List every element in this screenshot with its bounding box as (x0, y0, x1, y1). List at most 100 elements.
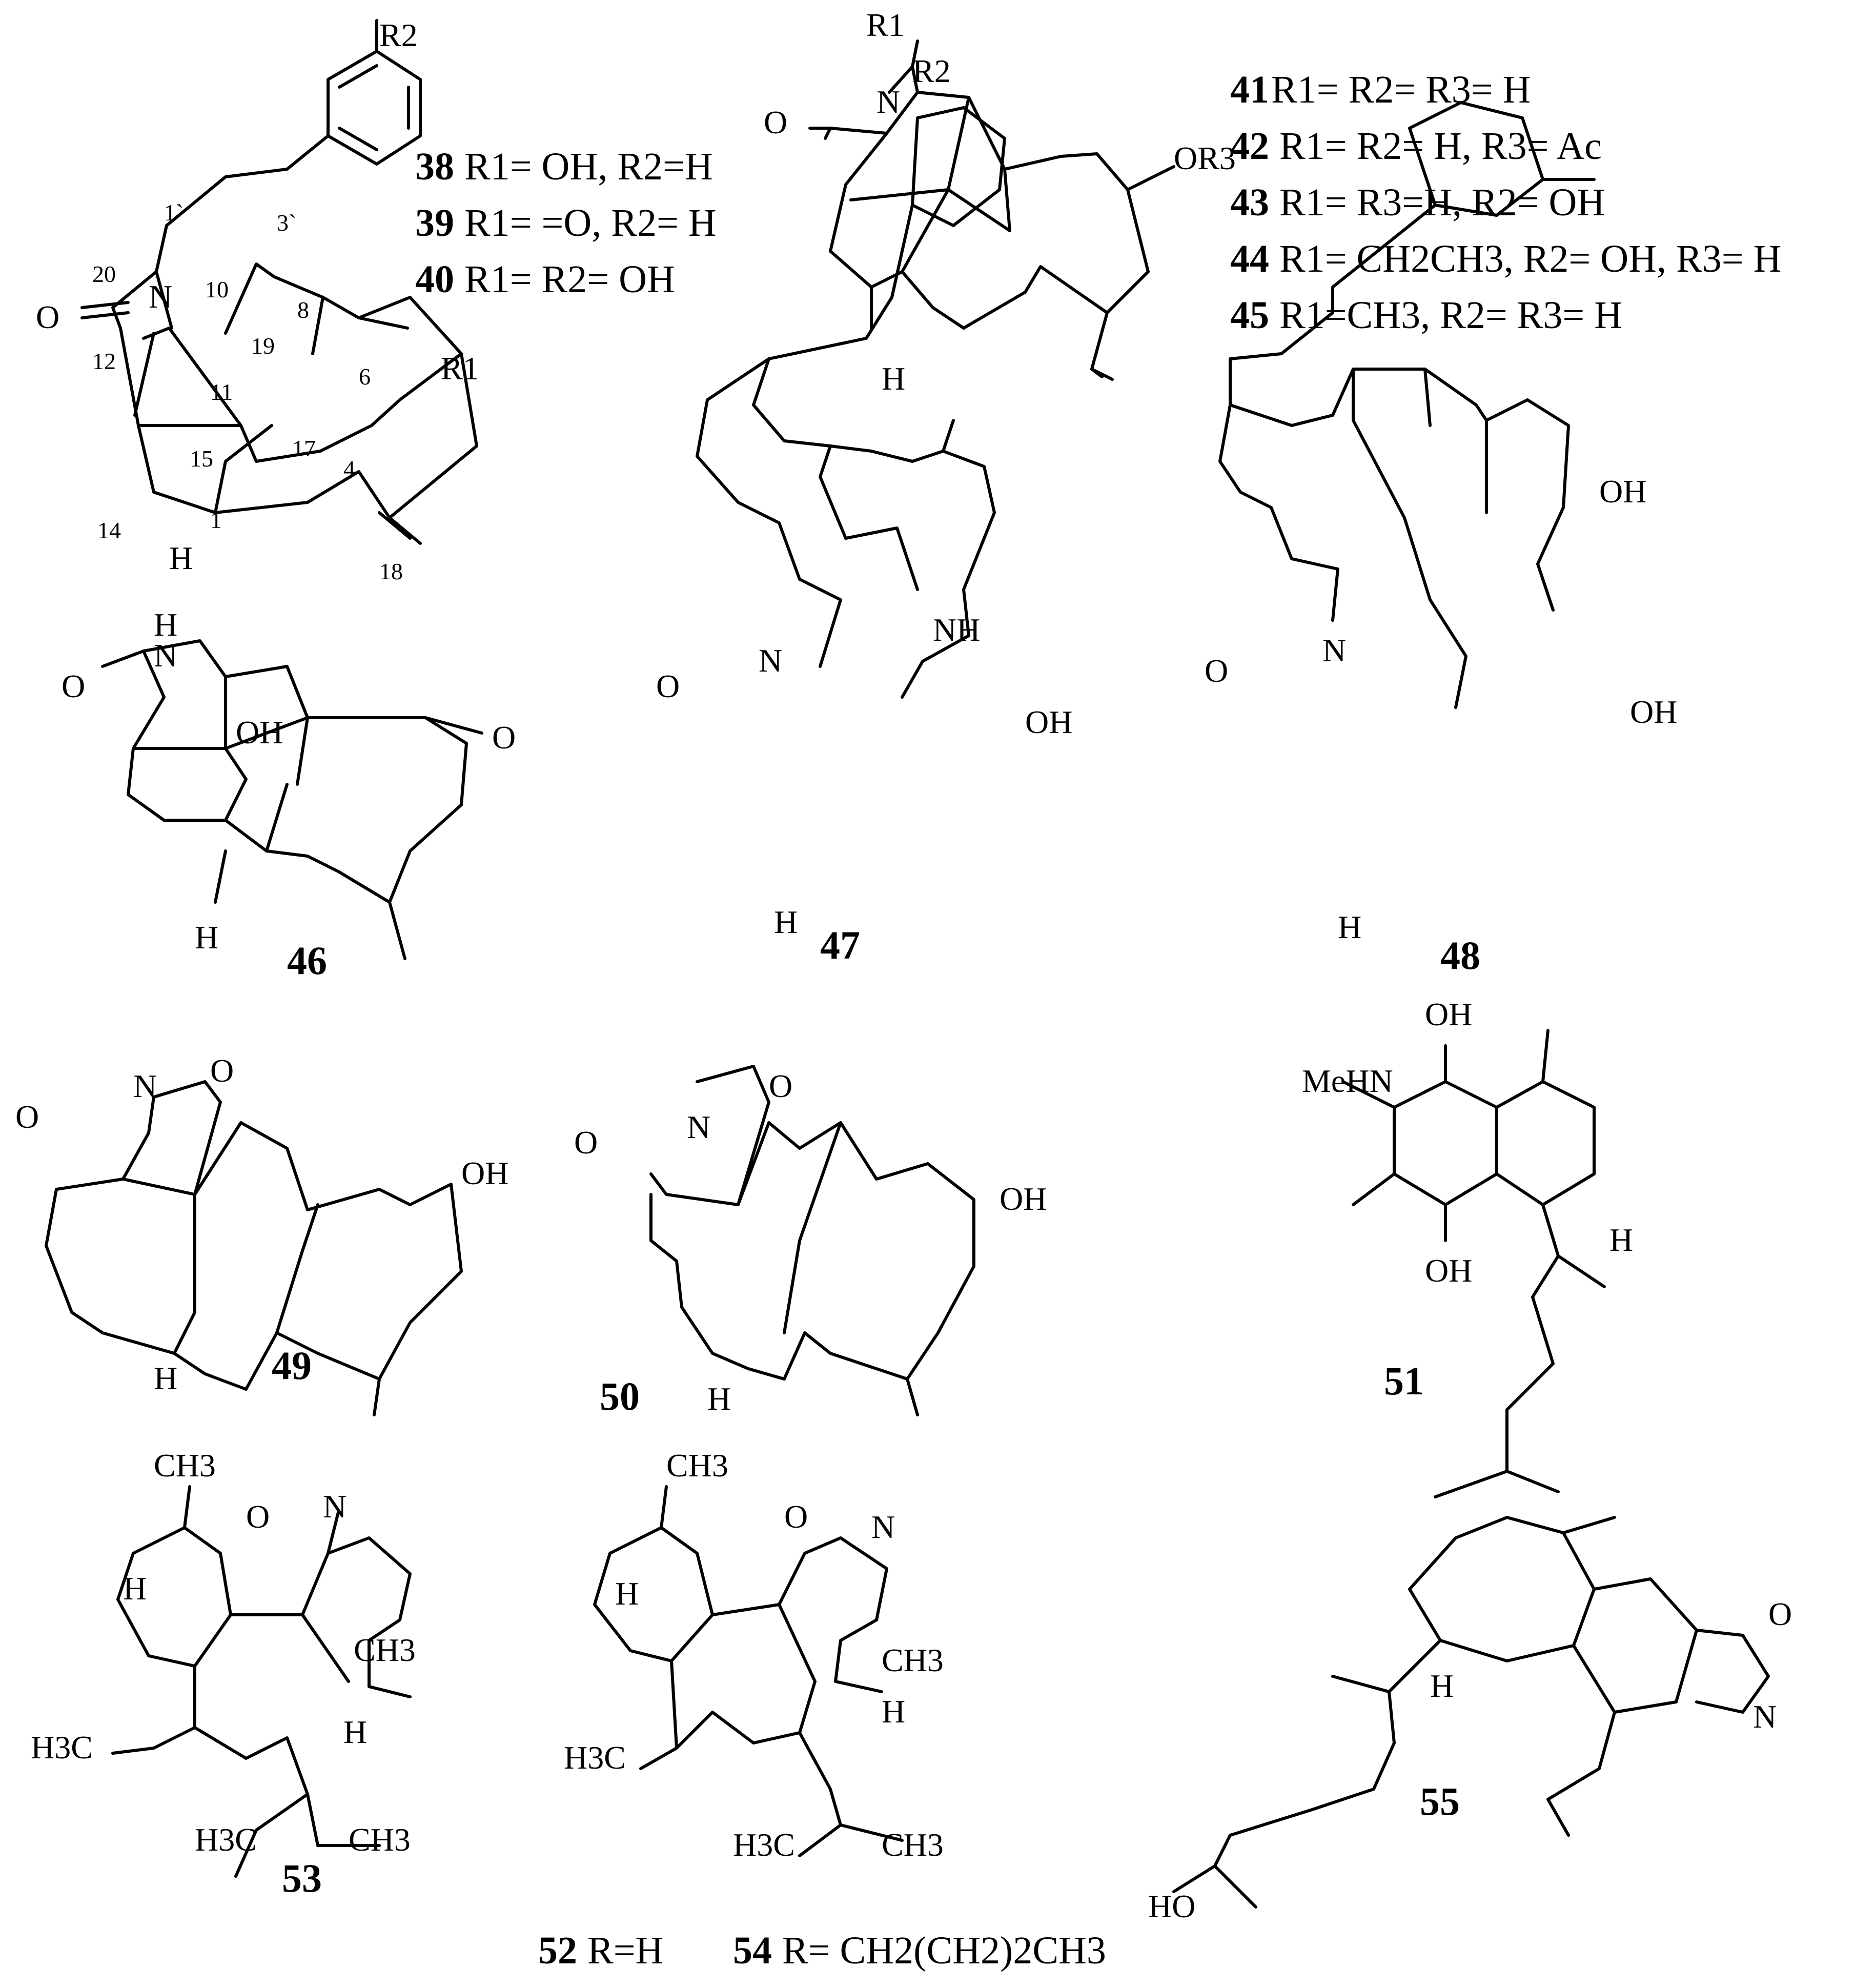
label-h-50: H (707, 1381, 731, 1417)
compound-id-55: 55 (1420, 1779, 1460, 1823)
label-o-38: O (36, 299, 59, 335)
structure-50 (649, 1065, 975, 1416)
structure-38-40 (80, 19, 478, 545)
label-h3c-52b: H3C (733, 1827, 795, 1863)
label-h-51: H (1609, 1222, 1633, 1258)
label-oh-47: OH (1025, 704, 1072, 740)
label-n-38: N (149, 278, 172, 315)
atom-number-10: 10 (205, 276, 229, 302)
atom-number-8: 8 (297, 297, 309, 323)
label-h-55: H (1430, 1668, 1454, 1704)
label-o-49a: O (210, 1052, 234, 1089)
label-oh-50: OH (1000, 1181, 1047, 1217)
atom-number-1prime: 1` (164, 199, 184, 226)
atom-number-20: 20 (92, 261, 116, 287)
label-h3c-53b: H3C (195, 1821, 257, 1858)
label-oh-48a: OH (1599, 473, 1646, 510)
label-h-46: H (154, 606, 177, 643)
label-o-48: O (1205, 653, 1228, 689)
label-o-46a: O (62, 668, 85, 704)
atom-number-6: 6 (359, 363, 371, 390)
label-oh-46: OH (236, 714, 283, 750)
atom-number-17: 17 (292, 435, 316, 461)
atom-number-4: 4 (343, 456, 355, 482)
atom-number-19: 19 (251, 333, 275, 359)
atom-number-11: 11 (210, 379, 233, 405)
label-h-41: H (882, 360, 905, 397)
label-n-46: N (154, 637, 177, 674)
label-h3c-53a: H3C (31, 1729, 93, 1766)
atom-number-12: 12 (92, 348, 116, 374)
label-h3c-52a: H3C (564, 1739, 626, 1776)
label-ch3-52a: CH3 (666, 1447, 728, 1484)
structure-49 (45, 1080, 463, 1416)
label-n-50: N (687, 1109, 710, 1145)
label-r1-41: R1 (866, 7, 905, 43)
label-o-47: O (656, 668, 680, 704)
compound-id-47: 47 (820, 923, 860, 967)
label-ch3-53c: CH3 (349, 1821, 411, 1858)
atom-number-3prime: 3` (277, 210, 296, 236)
label-r2-41: R2 (912, 53, 951, 89)
label-n-41: N (876, 84, 900, 120)
label-h-47: H (774, 904, 798, 940)
label-o-53: O (246, 1498, 270, 1535)
label-o-55: O (1768, 1596, 1792, 1632)
compound-id-50: 50 (600, 1374, 640, 1418)
label-h-49: H (154, 1360, 177, 1396)
compound-id-49: 49 (272, 1343, 312, 1388)
label-h-48: H (1338, 909, 1361, 945)
label-o-52: O (784, 1498, 808, 1535)
label-nh-47: NH (933, 612, 980, 648)
atom-labels: R2 N O R1 H R1 R2 N O OR3 H H N O OH O H… (15, 7, 1792, 1924)
label-o-50a: O (769, 1068, 792, 1104)
compound-id-51: 51 (1384, 1358, 1424, 1403)
label-oh-51a: OH (1425, 996, 1472, 1032)
label-oh-51b: OH (1425, 1252, 1472, 1289)
label-o-46b: O (492, 719, 516, 756)
label-h-38: H (169, 540, 193, 576)
label-oh-48b: OH (1630, 694, 1677, 730)
atom-number-15: 15 (190, 445, 213, 472)
label-or3-41: OR3 (1174, 140, 1236, 176)
compound-id-46: 46 (287, 938, 327, 983)
atom-number-18: 18 (379, 558, 403, 584)
label-o-41: O (764, 104, 787, 140)
structure-46 (101, 639, 483, 960)
structure-53 (111, 1485, 412, 1878)
label-r2-38: R2 (379, 17, 418, 53)
label-mehn-51: MeHN (1302, 1063, 1393, 1099)
structure-52-54 (593, 1485, 904, 1857)
label-o-49b: O (15, 1099, 39, 1135)
label-n-47: N (759, 642, 782, 679)
structure-51 (1341, 1029, 1606, 1498)
structure-41-45 (808, 39, 1175, 381)
label-h-46b: H (195, 919, 218, 956)
label-o-50b: O (574, 1124, 598, 1161)
label-ho-55: HO (1148, 1888, 1195, 1924)
label-n-52: N (871, 1509, 895, 1545)
structure-47 (696, 106, 1006, 699)
label-h-52a: H (615, 1575, 639, 1612)
label-ch3-53a: CH3 (154, 1447, 216, 1484)
label-ch3-52b: CH3 (882, 1642, 944, 1678)
label-h-53b: H (343, 1714, 367, 1750)
label-ch3-52c: CH3 (882, 1827, 944, 1863)
label-n-53: N (323, 1488, 346, 1525)
structure-55 (1172, 1516, 1770, 1909)
compound-id-53: 53 (282, 1856, 322, 1900)
label-n-48: N (1322, 632, 1346, 668)
compound-ids: 46 47 48 49 50 51 53 55 (272, 923, 1480, 1900)
rgroup-41: 41R1= R2= R3= H (1230, 68, 1531, 111)
